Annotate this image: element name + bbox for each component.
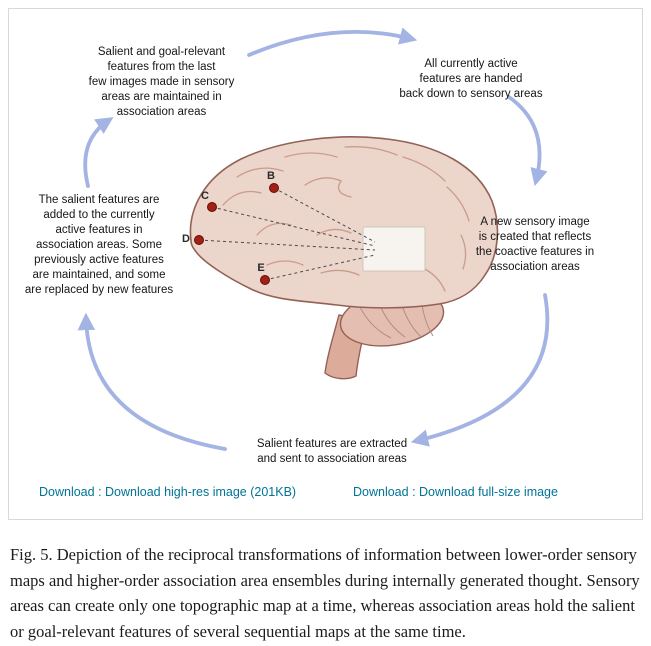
point-label-C: C: [201, 190, 209, 202]
point-label-B: B: [267, 170, 275, 182]
cycle-arrows: [77, 27, 550, 451]
label-new-sensory-image: A new sensory image is created that refl…: [475, 216, 595, 273]
feature-dots: [194, 183, 279, 285]
label-features-extracted: Salient features are extracted and sent …: [256, 438, 408, 465]
point-label-D: D: [182, 233, 190, 245]
feature-dot-C: [207, 202, 217, 212]
download-fullsize-link[interactable]: Download : Download full-size image: [353, 485, 558, 499]
label-handed-back: All currently active features are handed…: [399, 58, 543, 100]
brain-cycle-diagram: B C D E Salient and goal-relevant featur…: [9, 9, 642, 477]
arrow-top: [247, 27, 418, 57]
arrow-left-upper: [83, 117, 114, 188]
arrow-right-lower: [410, 293, 550, 447]
label-association-maintained: Salient and goal-relevant features from …: [88, 46, 235, 118]
cerebrum-gyri: [222, 146, 470, 292]
feature-dot-D: [194, 235, 204, 245]
download-links-row: Download : Download high-res image (201K…: [9, 485, 642, 509]
arrow-left-lower: [77, 312, 227, 451]
point-label-E: E: [257, 262, 264, 274]
figure-caption: Fig. 5. Depiction of the reciprocal tran…: [10, 545, 640, 641]
convergence-dashed-lines: [198, 187, 376, 281]
download-highres-link[interactable]: Download : Download high-res image (201K…: [39, 485, 297, 499]
figure-panel: B C D E Salient and goal-relevant featur…: [8, 8, 643, 520]
feature-dot-E: [260, 275, 270, 285]
arrow-right-upper: [507, 95, 548, 187]
diagram-graphic: B C D E: [77, 27, 550, 451]
feature-dot-B: [269, 183, 279, 193]
label-salient-added: The salient features are added to the cu…: [24, 194, 174, 296]
sensory-map-highlight: [362, 226, 426, 272]
feature-dot-labels: B C D E: [182, 170, 275, 274]
